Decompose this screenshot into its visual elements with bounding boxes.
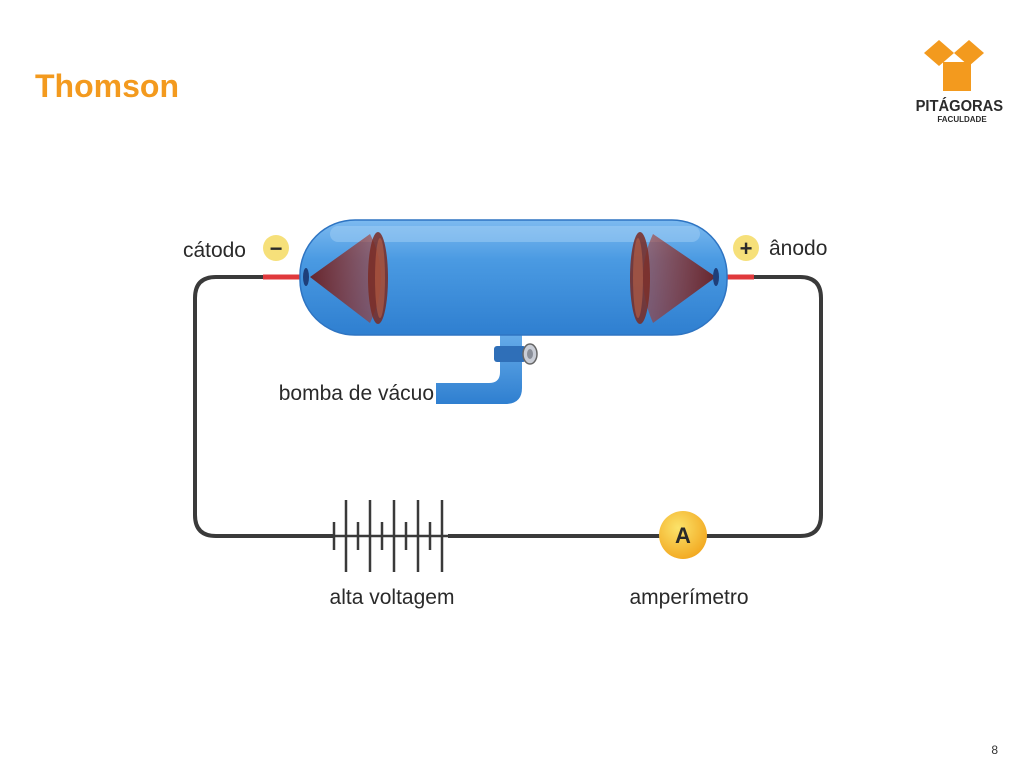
anode-label: ânodo (769, 237, 827, 260)
vacuum-pump-label: bomba de vácuo (279, 382, 434, 405)
pitagoras-logo-mark (924, 40, 984, 91)
cathode-sign-badge: − (263, 235, 289, 261)
ammeter-letter: A (675, 523, 691, 548)
high-voltage-battery (332, 500, 448, 572)
anode-sign: + (740, 236, 753, 261)
cathode-electrode (303, 232, 388, 324)
anode-electrode (630, 232, 719, 324)
high-voltage-label: alta voltagem (330, 586, 455, 609)
vacuum-pump-pipe (436, 330, 538, 404)
slide-title: Thomson (35, 68, 179, 104)
page-number: 8 (991, 743, 998, 757)
pitagoras-logo: PITÁGORAS FACULDADE (912, 36, 1004, 128)
cathode-sign: − (270, 236, 283, 261)
anode-sign-badge: + (733, 235, 759, 261)
circuit-wire (193, 275, 823, 538)
ammeter: A (659, 511, 707, 559)
cathode-label: cátodo (183, 239, 246, 262)
ammeter-label: amperímetro (629, 586, 748, 609)
glass-tube (299, 219, 728, 336)
logo-name: PITÁGORAS (915, 98, 1004, 115)
logo-subtitle: FACULDADE (937, 115, 987, 124)
